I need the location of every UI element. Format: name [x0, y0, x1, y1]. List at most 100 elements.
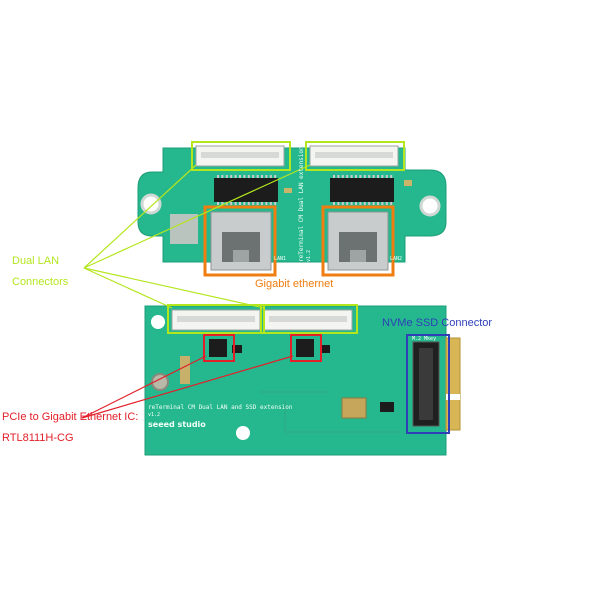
pcie-ic-box-2 — [290, 334, 322, 362]
ic-pin — [368, 202, 371, 205]
top-fpc-2-slot — [315, 152, 393, 158]
top-ic-pins — [217, 175, 393, 205]
ic-pin — [225, 175, 228, 178]
ic-pin — [390, 175, 393, 178]
ic-pin — [265, 202, 268, 205]
ic-pin — [252, 175, 255, 178]
m2-socket-slot — [419, 348, 433, 420]
ic-pin — [381, 175, 384, 178]
top-mount-hole-right — [419, 195, 441, 217]
bottom-mount-hole-low — [236, 426, 250, 440]
bottom-ic-center — [341, 397, 367, 419]
gigabit-ethernet-box-left — [203, 205, 277, 277]
dual-lan-box-top-1 — [191, 141, 291, 171]
ic-pin — [243, 202, 246, 205]
ic-pin — [234, 175, 237, 178]
top-ic-right — [330, 178, 394, 202]
ic-pin — [350, 202, 353, 205]
ic-pin — [239, 202, 241, 205]
ic-pin — [265, 175, 268, 178]
ic-pin — [217, 175, 219, 178]
top-ic-left — [214, 178, 278, 202]
rj45-right-tab — [350, 250, 366, 262]
m2-key-notch — [446, 394, 460, 400]
bottom-board-silkscreen: reTerminal CM Dual LAN and SSD extension — [148, 404, 293, 411]
bottom-board-version: v1.2 — [148, 412, 161, 418]
ic-pin — [385, 175, 388, 178]
top-pcb — [137, 147, 447, 263]
bottom-fpc-1-slot — [177, 316, 255, 322]
ic-pin — [372, 175, 375, 178]
ic-pin — [363, 175, 366, 178]
ic-pin — [221, 202, 224, 205]
ic-pin — [368, 175, 371, 178]
ic-pin — [261, 202, 263, 205]
pcie-ic-line-1 — [81, 355, 207, 419]
nvme-ssd-connector-label: NVMe SSD Connector — [382, 317, 493, 329]
dual-lan-label-line1: Dual LAN — [12, 255, 60, 267]
ic-pin — [247, 202, 250, 205]
pcie-ic-line-2 — [81, 355, 294, 419]
pcie-ic-label-line2: RTL8111H-CG — [2, 432, 74, 444]
dual-lan-line-1 — [83, 164, 197, 269]
ic-pin — [381, 202, 384, 205]
ic-pin — [355, 202, 357, 205]
ic-pin — [333, 175, 335, 178]
bottom-fpc-2-slot — [269, 316, 347, 322]
bottom-board — [144, 305, 461, 456]
ic-pin — [350, 175, 353, 178]
ic-pin — [333, 202, 335, 205]
ic-pin — [372, 202, 375, 205]
ic-pin — [239, 175, 241, 178]
ic-pin — [243, 175, 246, 178]
ic-pin — [346, 175, 349, 178]
top-lan2-label: LAN2 — [390, 256, 403, 262]
top-board — [137, 145, 447, 271]
ic-pin — [230, 175, 233, 178]
pcie-ic-box-1 — [203, 334, 235, 362]
ic-pin — [385, 202, 388, 205]
ic-pin — [252, 202, 255, 205]
ic-pin — [390, 202, 393, 205]
top-board-silkscreen: reTerminal CM Dual LAN extension — [298, 146, 305, 262]
dual-lan-box-top-2 — [305, 141, 405, 171]
ic-pin — [234, 202, 237, 205]
dual-lan-line-3 — [83, 267, 173, 309]
bottom-mount-hole-mid — [151, 373, 169, 391]
nvme-connector-box — [406, 334, 450, 434]
ic-pin — [355, 175, 357, 178]
ic-pin — [274, 175, 277, 178]
bottom-ic-small-2 — [232, 345, 242, 353]
ic-pin — [261, 175, 263, 178]
gigabit-ethernet-label: Gigabit ethernet — [255, 278, 334, 290]
rj45-left-tab — [233, 250, 249, 262]
rtl8111h-chip-1 — [209, 339, 227, 357]
ic-pin — [359, 202, 362, 205]
dual-lan-box-bottom-2 — [260, 304, 358, 334]
rtl8111h-chip-2 — [296, 339, 314, 357]
dual-lan-label-line2: Connectors — [12, 276, 69, 288]
bottom-traces — [260, 391, 400, 433]
dual-lan-line-2 — [83, 164, 311, 269]
bottom-gold-strip — [180, 356, 190, 384]
m2-mkey-label: M.2 Mkey — [412, 336, 437, 342]
ic-pin — [221, 175, 224, 178]
pcie-ic-label-line1: PCIe to Gigabit Ethernet IC: — [2, 411, 139, 423]
ic-pin — [269, 175, 272, 178]
ic-pin — [247, 175, 250, 178]
brand-logo-text: seeed studio — [148, 420, 206, 429]
ic-pin — [274, 202, 277, 205]
ic-pin — [217, 202, 219, 205]
top-label-pad — [170, 214, 198, 244]
ic-pin — [341, 202, 344, 205]
bottom-ic-small-1 — [380, 402, 394, 412]
top-smd-1 — [404, 180, 412, 186]
ic-pin — [363, 202, 366, 205]
ic-pin — [256, 202, 259, 205]
ic-pin — [377, 175, 379, 178]
callout-lines — [81, 164, 311, 419]
dual-lan-line-4 — [83, 267, 265, 309]
ic-pin — [341, 175, 344, 178]
top-board-version: v1.2 — [306, 249, 312, 262]
